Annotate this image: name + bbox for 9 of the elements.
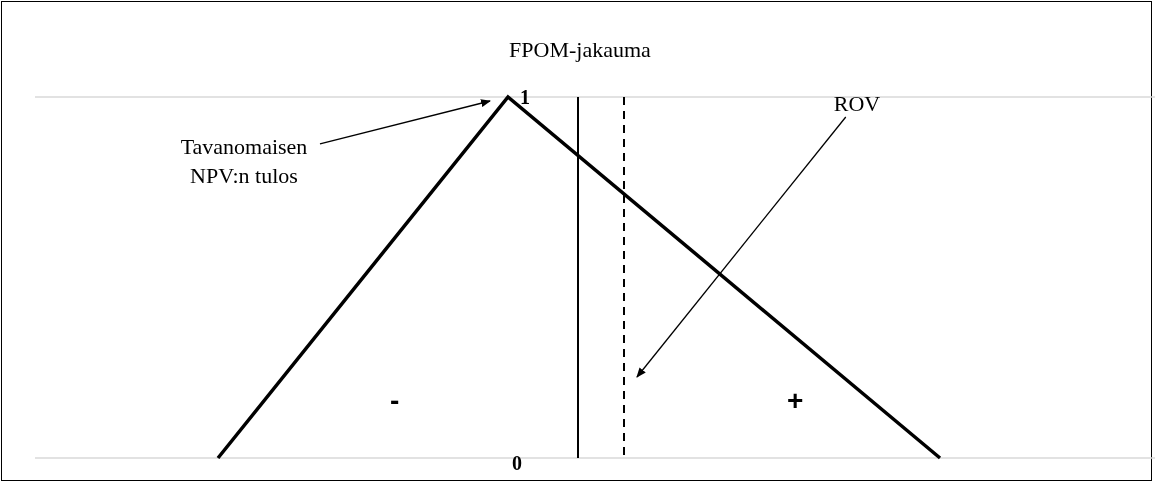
leader-arrow: [636, 116, 847, 378]
leader-arrow: [319, 99, 491, 145]
chart-title: FPOM-jakauma: [508, 37, 652, 63]
annotation-text: ROV: [830, 89, 884, 118]
annotation-text: Tavanomaisen NPV:n tulos: [168, 132, 320, 190]
plus-sign: +: [787, 385, 804, 417]
minus-sign: -: [390, 385, 400, 417]
axis-tick-label: 0: [512, 452, 522, 475]
axis-tick-label: 1: [520, 86, 530, 109]
